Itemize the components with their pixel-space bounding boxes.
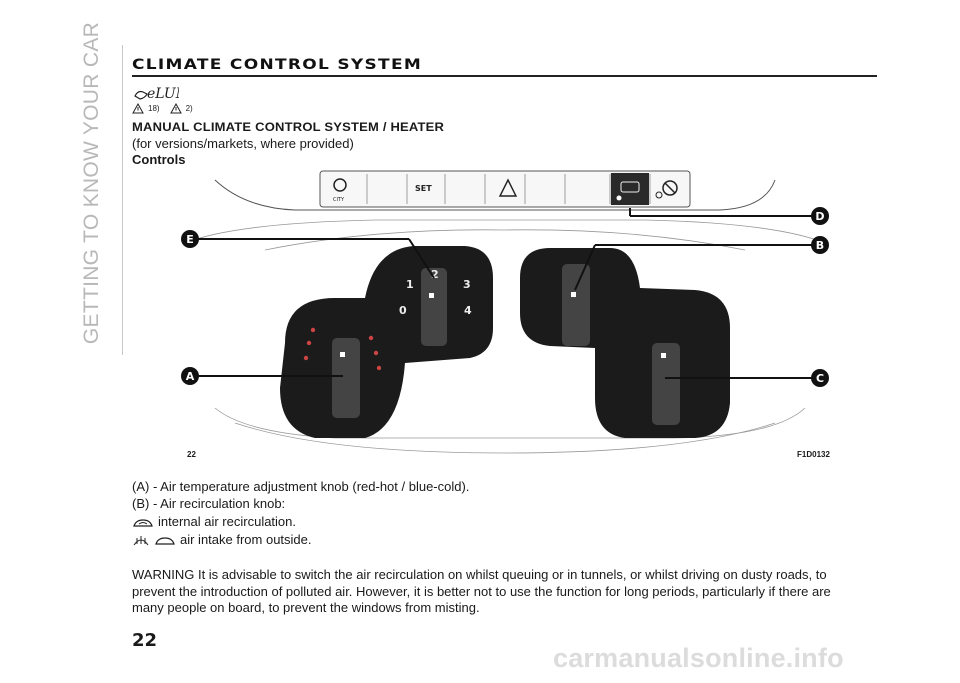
warning-refs: 18) 2) [132, 103, 199, 114]
warning-triangle-icon [169, 103, 182, 114]
item-b2-text: air intake from outside. [180, 532, 312, 547]
controls-heading: Controls [132, 152, 186, 167]
callout-c: C [816, 372, 824, 385]
item-b2-row: air intake from outside. [132, 531, 312, 548]
fan-speed-1: 1 [406, 278, 414, 291]
warning-ref-2: 2) [185, 104, 193, 113]
recirculation-icon [133, 518, 153, 527]
svg-text:eLUM: eLUM [147, 86, 179, 102]
callout-a: A [186, 370, 195, 383]
city-label: CITY [333, 197, 345, 203]
callout-b: B [816, 239, 824, 252]
callout-d: D [815, 210, 824, 223]
warning-paragraph: WARNING It is advisable to switch the ai… [132, 567, 831, 615]
fan-speed-0: 0 [399, 304, 407, 317]
elum-logo: eLUM [133, 82, 179, 102]
availability-note: (for versions/markets, where provided) [132, 136, 354, 151]
outside-air-car-icon [155, 536, 175, 545]
item-b1-row: internal air recirculation. [132, 513, 296, 530]
climate-controls-figure: CITY SET 1 2 3 0 4 [175, 168, 835, 468]
page-number: 22 [132, 630, 158, 651]
fan-speed-3: 3 [463, 278, 471, 291]
chapter-label: GETTING TO KNOW YOUR CAR [80, 21, 104, 345]
fan-speed-4: 4 [464, 304, 472, 317]
chapter-side-tab: GETTING TO KNOW YOUR CAR [62, 8, 122, 358]
subsection-heading: MANUAL CLIMATE CONTROL SYSTEM / HEATER [132, 119, 445, 134]
climate-control-illustration: CITY SET 1 2 3 0 4 [181, 170, 829, 454]
set-label: SET [415, 184, 432, 193]
figure-code: F1D0132 [797, 450, 830, 459]
side-divider [122, 45, 123, 355]
fresh-air-icon [133, 535, 149, 545]
section-title: CLIMATE CONTROL SYSTEM [132, 56, 423, 73]
figure-page-ref: 22 [187, 450, 196, 459]
hand-pointer-icon: eLUM [134, 86, 179, 102]
item-b1-text: internal air recirculation. [158, 514, 297, 529]
watermark-text: carmanualsonline.info [553, 643, 844, 673]
warning-ref-1: 18) [148, 104, 160, 113]
callout-e: E [186, 233, 194, 246]
warning-triangle-icon [132, 103, 144, 114]
fan-speed-2: 2 [431, 268, 439, 281]
item-a-text: (A) - Air temperature adjustment knob (r… [132, 479, 470, 494]
item-b-text: (B) - Air recirculation knob: [132, 496, 286, 511]
title-divider [132, 75, 877, 77]
